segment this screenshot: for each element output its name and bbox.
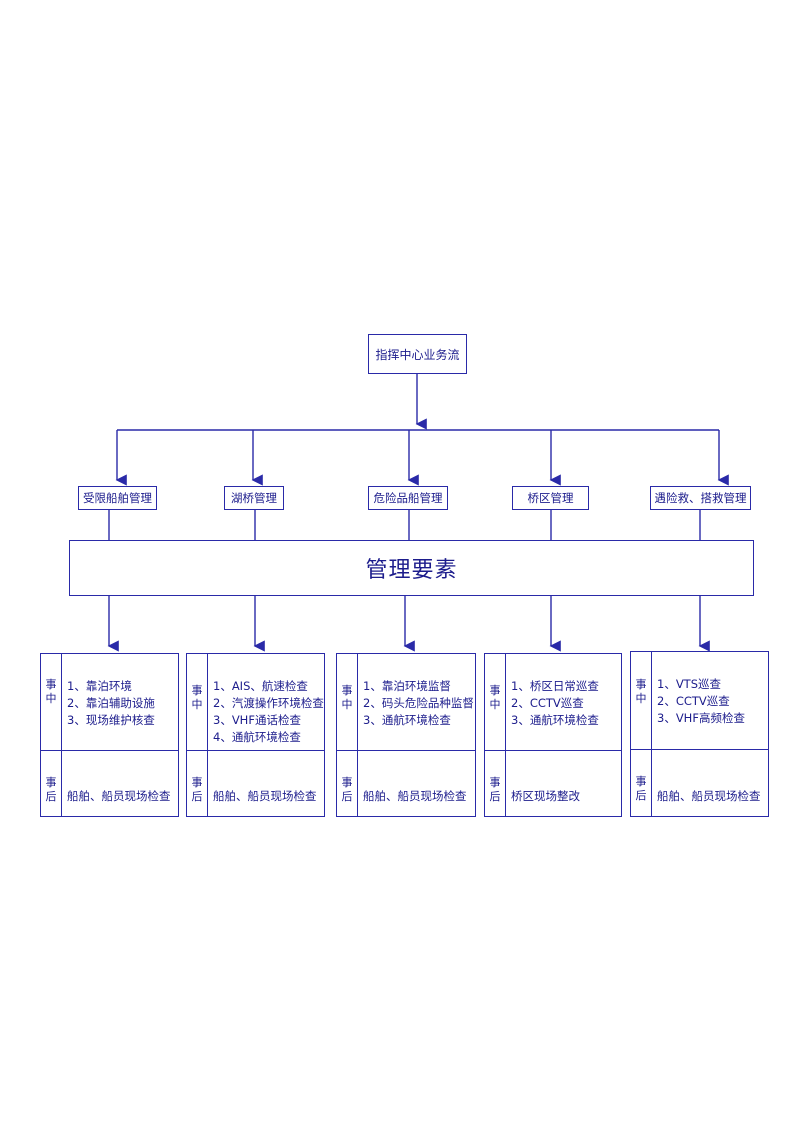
- during-label: 事中: [341, 684, 353, 711]
- during-items: 1、AIS、航速检查 2、汽渡操作环境检查 3、VHF通话检查 4、通航环境检查: [213, 678, 324, 746]
- list-item: 2、汽渡操作环境检查: [213, 696, 324, 710]
- category-node-1: 受限船舶管理: [78, 486, 157, 510]
- list-item: 4、通航环境检查: [213, 730, 301, 744]
- detail-box-5: 事中 1、VTS巡查 2、CCTV巡查 3、VHF高频检查 事后 船舶、船员现场…: [630, 651, 769, 817]
- category-label: 受限船舶管理: [83, 491, 152, 505]
- detail-box-4: 事中 1、桥区日常巡查 2、CCTV巡查 3、通航环境检查 事后 桥区现场整改: [484, 653, 622, 817]
- list-item: 3、通航环境检查: [511, 713, 599, 727]
- band-label: 管理要素: [365, 558, 458, 583]
- after-text: 桥区现场整改: [511, 789, 580, 803]
- during-items: 1、靠泊环境监督 2、码头危险品种监督 3、通航环境检查: [363, 678, 474, 729]
- category-label: 湖桥管理: [231, 491, 277, 505]
- after-label: 事后: [635, 775, 647, 802]
- root-label: 指挥中心业务流: [375, 347, 460, 362]
- during-label: 事中: [489, 684, 501, 711]
- during-items: 1、VTS巡查 2、CCTV巡查 3、VHF高频检查: [657, 676, 745, 727]
- category-node-4: 桥区管理: [512, 486, 589, 510]
- category-label: 遇险救、搭救管理: [654, 491, 747, 505]
- after-label: 事后: [191, 776, 203, 803]
- root-node: 指挥中心业务流: [368, 334, 467, 374]
- during-label: 事中: [635, 678, 647, 705]
- list-item: 2、CCTV巡查: [511, 696, 584, 710]
- list-item: 1、AIS、航速检查: [213, 679, 308, 693]
- after-text: 船舶、船员现场检查: [67, 789, 171, 803]
- list-item: 1、VTS巡查: [657, 677, 722, 691]
- during-label: 事中: [191, 684, 203, 711]
- list-item: 2、码头危险品种监督: [363, 696, 474, 710]
- after-text: 船舶、船员现场检查: [657, 789, 761, 803]
- during-items: 1、靠泊环境 2、靠泊辅助设施 3、现场维护核查: [67, 678, 155, 729]
- list-item: 2、CCTV巡查: [657, 694, 730, 708]
- management-elements-band: 管理要素: [69, 540, 754, 596]
- list-item: 3、VHF通话检查: [213, 713, 301, 727]
- list-item: 1、靠泊环境监督: [363, 679, 451, 693]
- after-label: 事后: [45, 776, 57, 803]
- category-node-2: 湖桥管理: [224, 486, 284, 510]
- detail-box-2: 事中 1、AIS、航速检查 2、汽渡操作环境检查 3、VHF通话检查 4、通航环…: [186, 653, 325, 817]
- category-label: 桥区管理: [527, 491, 574, 505]
- list-item: 1、桥区日常巡查: [511, 679, 599, 693]
- detail-box-1: 事中 1、靠泊环境 2、靠泊辅助设施 3、现场维护核查 事后 船舶、船员现场检查: [40, 653, 179, 817]
- category-label: 危险品船管理: [373, 491, 443, 505]
- after-label: 事后: [489, 776, 501, 803]
- after-text: 船舶、船员现场检查: [363, 789, 467, 803]
- during-items: 1、桥区日常巡查 2、CCTV巡查 3、通航环境检查: [511, 678, 599, 729]
- list-item: 1、靠泊环境: [67, 679, 132, 693]
- category-node-3: 危险品船管理: [368, 486, 448, 510]
- list-item: 3、现场维护核查: [67, 713, 155, 727]
- during-label: 事中: [45, 678, 57, 705]
- list-item: 2、靠泊辅助设施: [67, 696, 155, 710]
- after-label: 事后: [341, 776, 353, 803]
- list-item: 3、通航环境检查: [363, 713, 451, 727]
- category-node-5: 遇险救、搭救管理: [650, 486, 751, 510]
- detail-box-3: 事中 1、靠泊环境监督 2、码头危险品种监督 3、通航环境检查 事后 船舶、船员…: [336, 653, 476, 817]
- list-item: 3、VHF高频检查: [657, 711, 745, 725]
- after-text: 船舶、船员现场检查: [213, 789, 317, 803]
